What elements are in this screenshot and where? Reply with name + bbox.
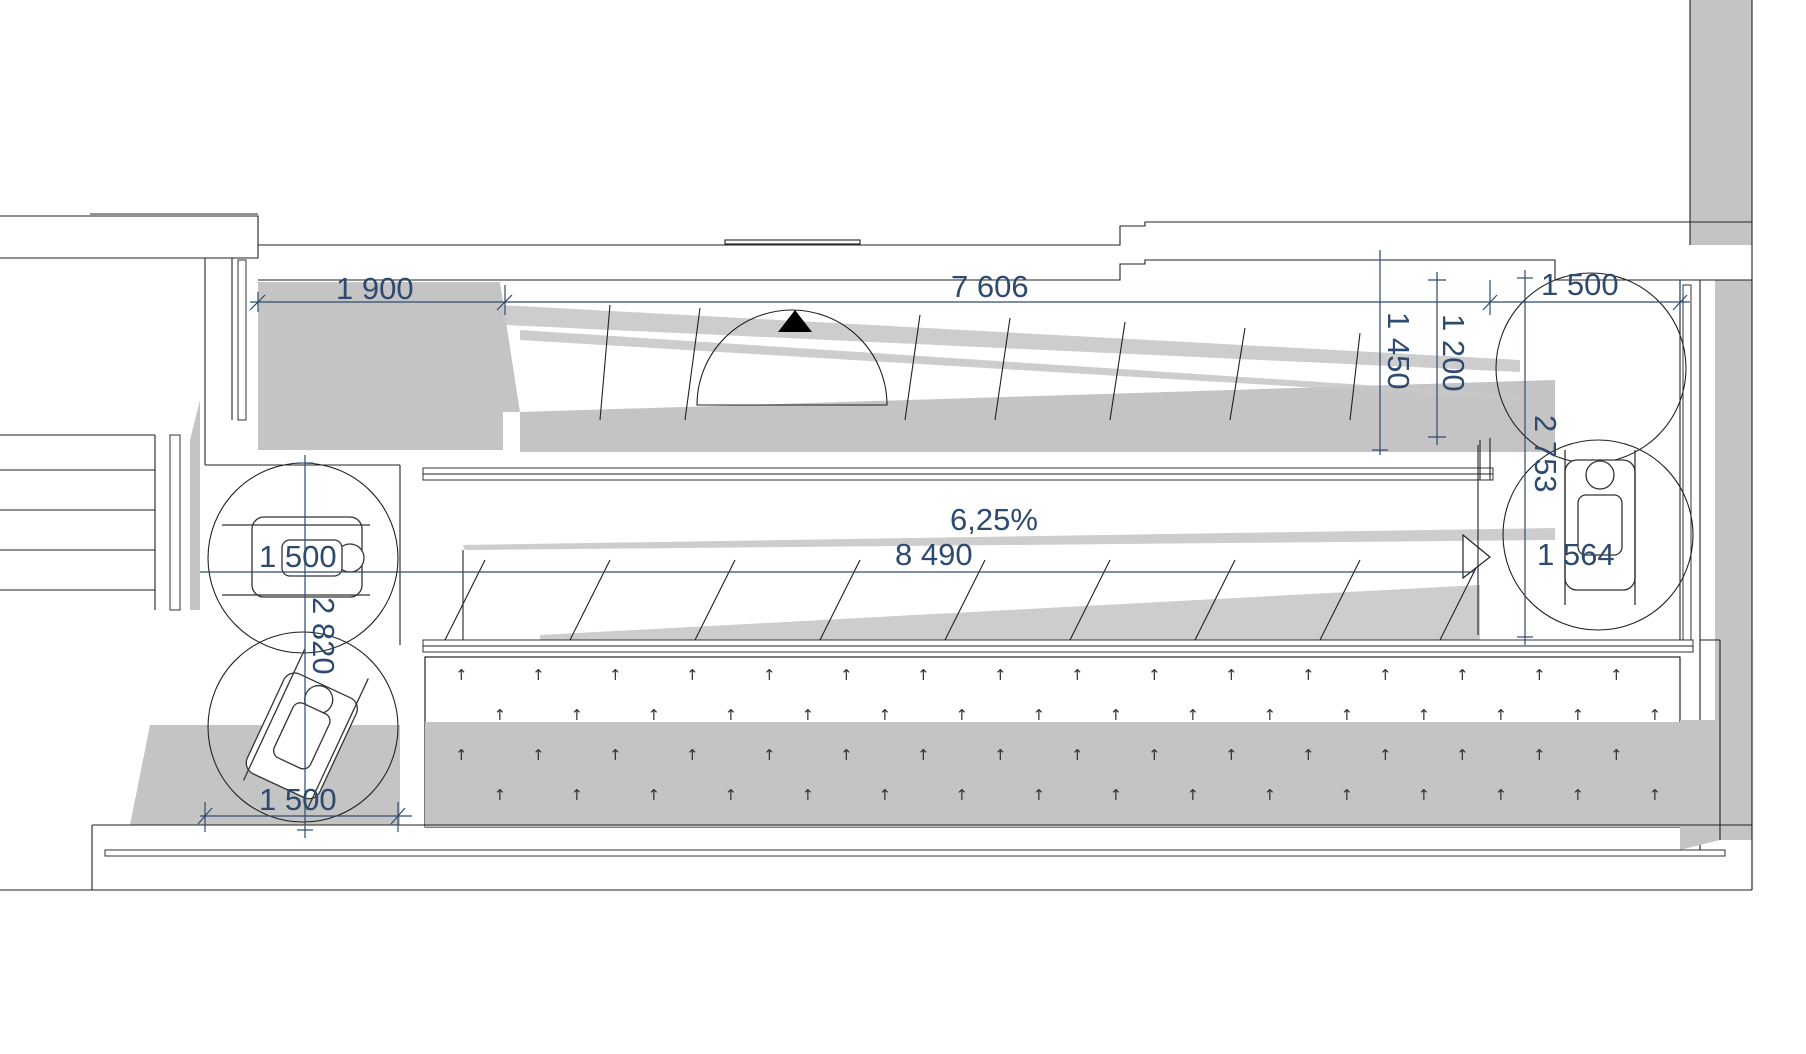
tactile-paving: ↑ ↑ ↑ ↑ ↑ ↑ ↑ ↑ ↑ ↑ ↑ ↑ ↑ ↑ ↑ ↑ ↑ ↑ ↑ ↑ ↑ ↑ ↑ ↑ ↑ ↑ ↑ ↑ ↑ ↑ ↑ ↑ ↑ ↑ ↑ ↑ ↑ ↑ ↑ ↑…	[424, 656, 1681, 828]
tactile-arrow-icon: ↑	[1187, 706, 1200, 724]
dimension-1564: 1 564	[1537, 537, 1615, 572]
turning-circle-lower-left	[207, 631, 399, 823]
tactile-arrow-icon: ↑	[763, 746, 776, 764]
tactile-arrow-icon: ↑	[648, 706, 661, 724]
tactile-arrow-icon: ↑	[1649, 786, 1662, 804]
tactile-arrow-icon: ↑	[1033, 706, 1046, 724]
tactile-arrow-icon: ↑	[725, 706, 738, 724]
tactile-arrow-icon: ↑	[994, 666, 1007, 684]
lower-ramp	[399, 280, 1694, 653]
tactile-arrow-icon: ↑	[1533, 666, 1546, 684]
tactile-arrow-icon: ↑	[1302, 666, 1315, 684]
dimension-1900: 1 900	[336, 271, 414, 306]
tactile-arrow-icon: ↑	[1033, 786, 1046, 804]
tactile-arrow-icon: ↑	[455, 746, 468, 764]
upper-ramp	[258, 282, 1555, 481]
wheelchair-icon-right	[1564, 450, 1636, 605]
tactile-arrow-icon: ↑	[1418, 706, 1431, 724]
turning-circle-right	[1502, 439, 1694, 631]
tactile-arrow-icon: ↑	[1302, 746, 1315, 764]
tactile-arrow-icon: ↑	[1572, 786, 1585, 804]
dimension-lines	[197, 250, 1690, 838]
dimension-1500-left: 1 500	[259, 539, 337, 574]
tactile-arrow-icon: ↑	[571, 786, 584, 804]
tactile-arrow-icon: ↑	[1225, 666, 1238, 684]
tactile-arrow-icon: ↑	[571, 706, 584, 724]
tactile-arrow-icon: ↑	[1533, 746, 1546, 764]
tactile-arrow-icon: ↑	[1110, 706, 1123, 724]
tactile-arrow-icon: ↑	[455, 666, 468, 684]
slope-label: 6,25%	[950, 502, 1038, 537]
tactile-arrow-icon: ↑	[1495, 706, 1508, 724]
tactile-arrow-icon: ↑	[1264, 706, 1277, 724]
tactile-arrow-icon: ↑	[1341, 706, 1354, 724]
dimension-2820: 2 820	[306, 597, 341, 675]
tactile-arrow-icon: ↑	[917, 666, 930, 684]
tactile-arrow-icon: ↑	[763, 666, 776, 684]
tactile-arrow-icon: ↑	[725, 786, 738, 804]
tactile-arrow-icon: ↑	[1187, 786, 1200, 804]
dimension-8490: 8 490	[895, 537, 973, 572]
tactile-arrow-icon: ↑	[1649, 706, 1662, 724]
tactile-arrow-icon: ↑	[1610, 746, 1623, 764]
dimension-1450: 1 450	[1381, 312, 1416, 390]
tactile-arrow-icon: ↑	[1379, 666, 1392, 684]
tactile-arrow-icon: ↑	[917, 746, 930, 764]
tactile-arrow-icon: ↑	[1148, 746, 1161, 764]
tactile-arrow-icon: ↑	[994, 746, 1007, 764]
tactile-arrow-icon: ↑	[494, 786, 507, 804]
dimension-1500-bottom: 1 500	[259, 782, 337, 817]
tactile-arrow-icon: ↑	[1071, 746, 1084, 764]
tactile-arrow-icon: ↑	[1456, 666, 1469, 684]
tactile-arrow-icon: ↑	[840, 666, 853, 684]
tactile-arrow-icon: ↑	[686, 666, 699, 684]
tactile-arrow-icon: ↑	[1148, 666, 1161, 684]
right-wall	[1689, 0, 1753, 890]
dimension-labels: 1 900 7 606 1 500 1 450 1 200 2 753 1 56…	[259, 267, 1619, 817]
tactile-arrow-icon: ↑	[1341, 786, 1354, 804]
tactile-arrow-icon: ↑	[532, 746, 545, 764]
tactile-arrow-icon: ↑	[494, 706, 507, 724]
tactile-arrow-icon: ↑	[1610, 666, 1623, 684]
tactile-arrow-icon: ↑	[1264, 786, 1277, 804]
upper-left-structure	[0, 213, 400, 611]
tactile-arrow-icon: ↑	[1456, 746, 1469, 764]
dimension-2753: 2 753	[1528, 415, 1563, 493]
tactile-arrow-icon: ↑	[802, 706, 815, 724]
tactile-arrow-icon: ↑	[686, 746, 699, 764]
tactile-arrow-icon: ↑	[1071, 666, 1084, 684]
tactile-arrow-icon: ↑	[1379, 746, 1392, 764]
tactile-arrow-icon: ↑	[802, 786, 815, 804]
dimension-1200: 1 200	[1436, 314, 1471, 392]
tactile-arrow-icon: ↑	[1225, 746, 1238, 764]
tactile-arrow-icon: ↑	[1495, 786, 1508, 804]
tactile-arrow-icon: ↑	[879, 706, 892, 724]
wheelchair-icon-lower-left	[242, 648, 369, 811]
dimension-1500-top-right: 1 500	[1541, 267, 1619, 302]
tactile-arrow-icon: ↑	[1418, 786, 1431, 804]
tactile-arrow-icon: ↑	[1572, 706, 1585, 724]
tactile-arrow-icon: ↑	[840, 746, 853, 764]
tactile-arrow-icon: ↑	[648, 786, 661, 804]
tactile-arrow-icon: ↑	[609, 746, 622, 764]
tactile-arrow-icon: ↑	[879, 786, 892, 804]
tactile-arrow-icon: ↑	[609, 666, 622, 684]
tactile-arrow-icon: ↑	[1110, 786, 1123, 804]
tactile-arrow-icon: ↑	[956, 786, 969, 804]
tactile-arrow-icon: ↑	[532, 666, 545, 684]
tactile-arrow-icon: ↑	[956, 706, 969, 724]
dimension-7606: 7 606	[951, 269, 1029, 304]
